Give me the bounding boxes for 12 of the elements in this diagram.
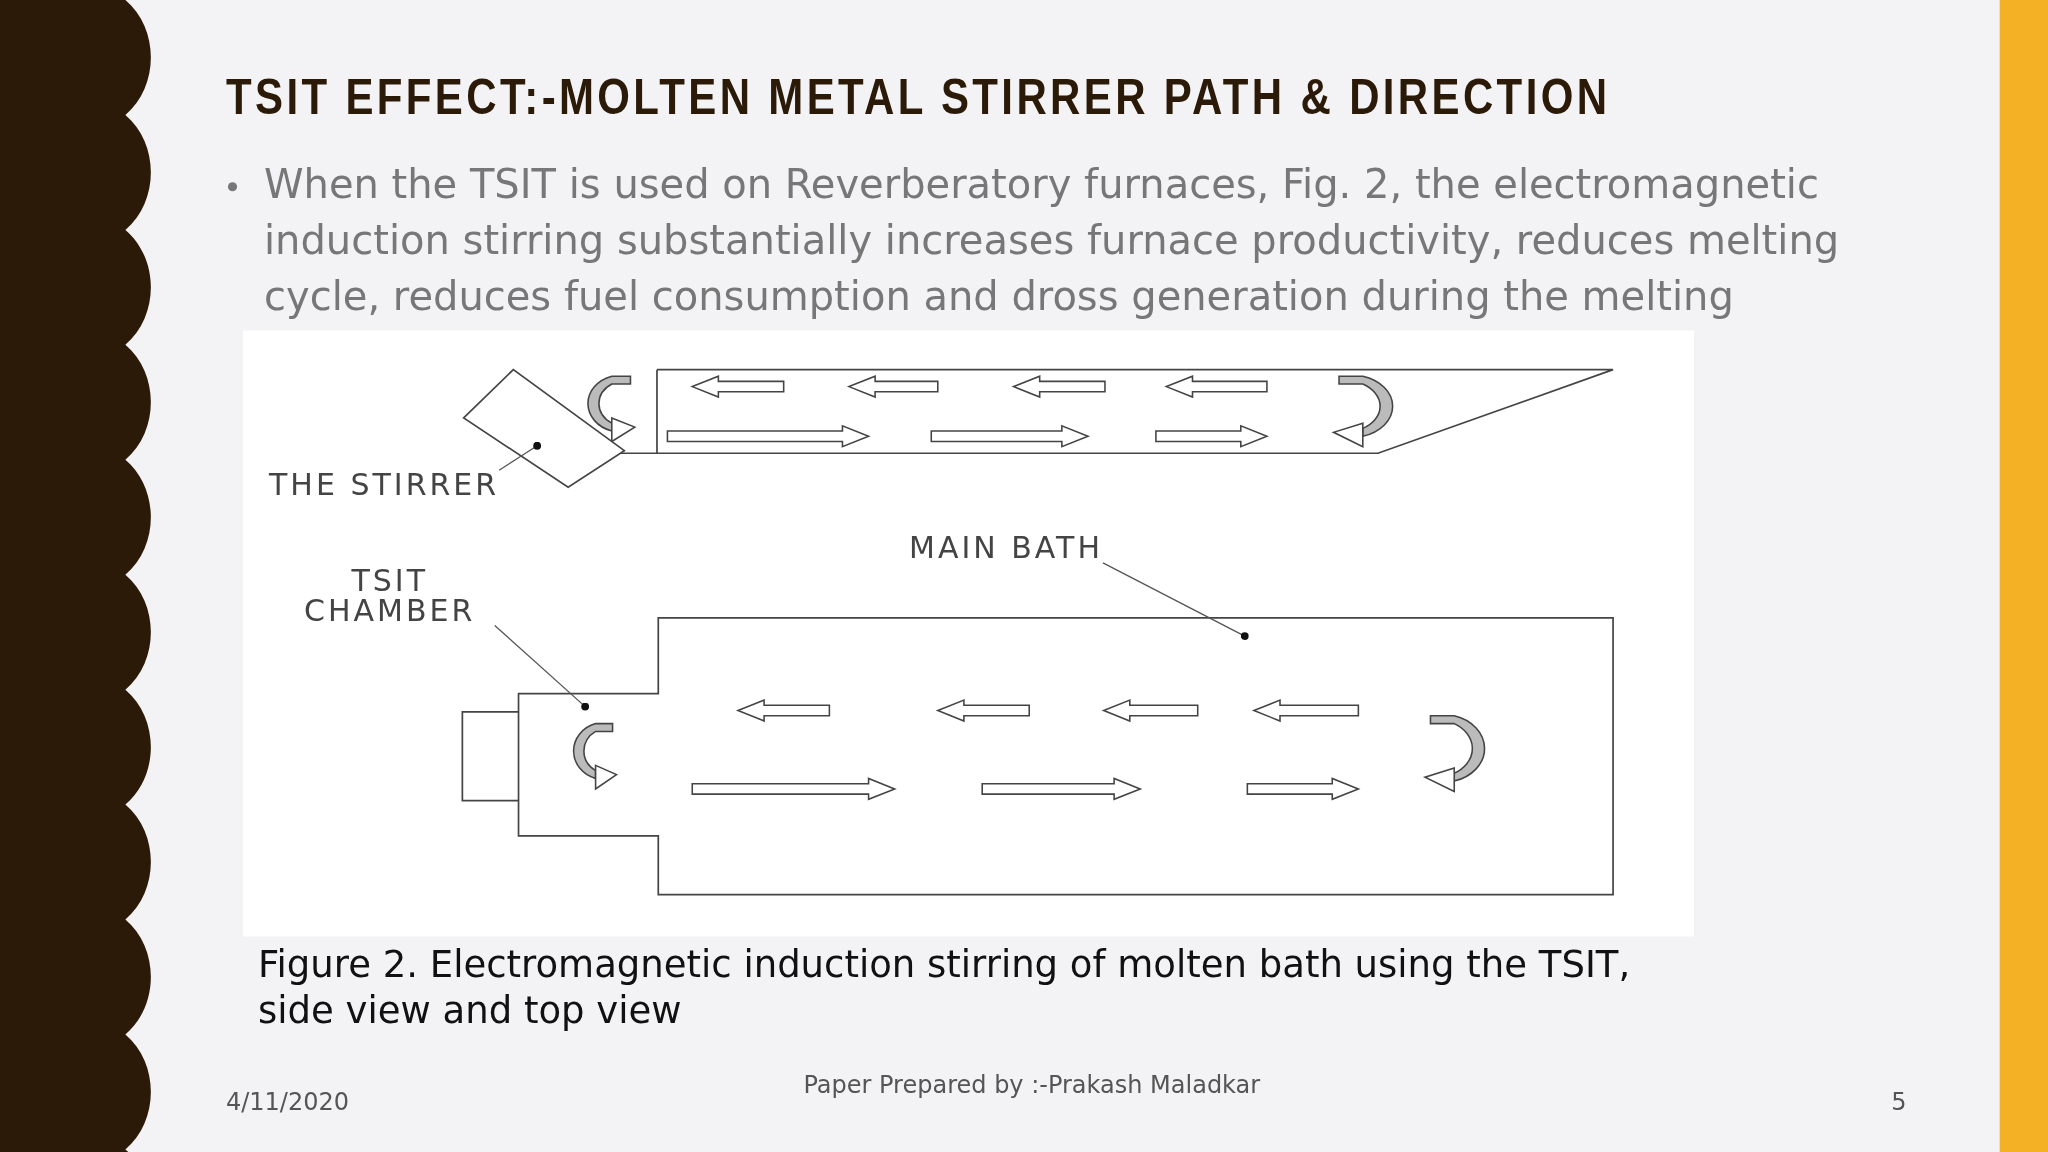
leader-line bbox=[498, 441, 542, 471]
footer-date: 4/11/2020 bbox=[225, 1088, 349, 1116]
page-number: 5 bbox=[1891, 1088, 1907, 1116]
leader-line bbox=[1102, 562, 1249, 640]
slide-title: TSIT EFFECT:-MOLTEN METAL STIRRER PATH & DIRECTION bbox=[226, 68, 1611, 126]
part-label: TSIT CHAMBER bbox=[284, 565, 495, 626]
part-label: THE STIRRER bbox=[269, 470, 500, 501]
footer-credit: Paper Prepared by :-Prakash Maladkar bbox=[802, 1071, 1262, 1099]
part-label: MAIN BATH bbox=[909, 532, 1103, 563]
bullet-text: When the TSIT is used on Reverberatory furnaces, Fig. 2, the electromagnetic induction stirring substantially increases furnace productivity, reduces melting cycle, reduces fuel consumption and dross generation during the melting bbox=[264, 160, 1841, 321]
figure-caption: Figure 2. Electromagnetic induction stirring of molten bath using the TSIT, side view and top view bbox=[258, 942, 1632, 1034]
leader-line bbox=[494, 624, 590, 711]
